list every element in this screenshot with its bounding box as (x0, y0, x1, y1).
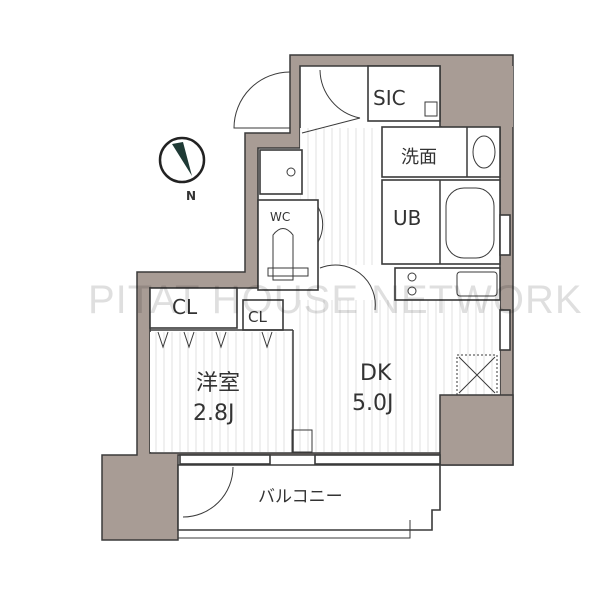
western-room-size: 2.8J (193, 401, 234, 426)
closet-large (149, 287, 238, 329)
closet-small (242, 299, 284, 331)
sic-room (367, 65, 441, 122)
toilet-icon (272, 228, 294, 281)
meter-box (424, 101, 438, 117)
compass: N (158, 136, 206, 203)
dk-label: DK (360, 361, 392, 386)
entry-door[interactable] (233, 71, 291, 129)
unit-bath (381, 179, 501, 265)
sic-label: SIC (373, 86, 406, 110)
sic-door[interactable] (319, 69, 361, 119)
closet-large-label: CL (172, 295, 198, 319)
balcony (177, 464, 441, 531)
kitchen-sink-icon (456, 271, 498, 297)
western-room-label: 洋室 (196, 371, 240, 396)
western-room-floor (150, 332, 293, 452)
compass-icon (158, 136, 206, 184)
sink-icon (472, 135, 496, 169)
watermark: PITAT HOUSE NETWORK (88, 278, 583, 322)
balcony-label: バルコニー (258, 487, 343, 507)
ac-unit-icon (456, 354, 498, 396)
balcony-door[interactable] (182, 466, 234, 518)
closet-small-label: CL (248, 308, 267, 326)
wall-block (442, 66, 513, 127)
bathtub-icon (445, 187, 495, 259)
wall-block (439, 394, 514, 466)
closet-doors (157, 331, 273, 349)
dk-size: 5.0J (352, 391, 393, 416)
wc-door[interactable] (317, 206, 324, 243)
washroom-label: 洗面 (401, 147, 437, 168)
wc-label: WC (270, 210, 290, 224)
bath-label: UB (393, 206, 421, 230)
compass-north-label: N (186, 189, 196, 203)
washroom (381, 126, 501, 178)
dk-door[interactable] (319, 264, 376, 311)
storage (259, 149, 303, 195)
